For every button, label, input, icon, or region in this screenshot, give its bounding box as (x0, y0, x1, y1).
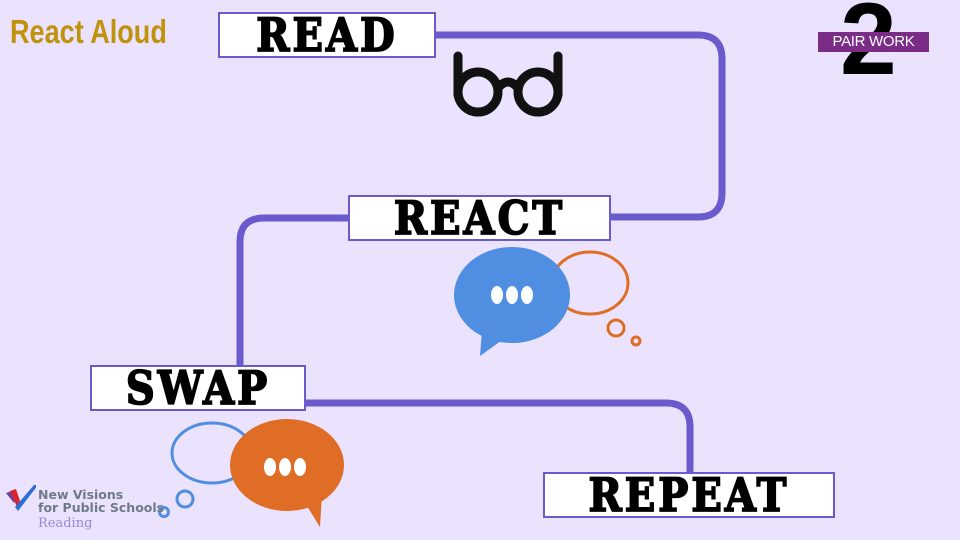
logo-line-3: Reading (38, 516, 93, 531)
logo-line-2: for Public Schools (38, 500, 165, 515)
new-visions-logo: New Visions for Public Schools Reading (4, 485, 174, 540)
step-swap-label: SWAP (125, 360, 271, 416)
path-react-to-swap (236, 214, 348, 365)
step-repeat: REPEAT (543, 467, 835, 523)
step-read: READ (218, 7, 436, 63)
checkmark-logo-icon (6, 485, 36, 511)
pair-work-badge: 2 PAIR WORK (818, 0, 948, 90)
step-swap: SWAP (90, 360, 306, 416)
logo-line-1: New Visions (38, 487, 124, 502)
step-react: REACT (348, 190, 611, 246)
speech-bubble-icon (454, 247, 570, 356)
speech-bubble-icon (230, 419, 344, 527)
glasses-icon (453, 51, 563, 117)
path-swap-to-repeat (306, 399, 694, 472)
step-read-label: READ (255, 7, 398, 63)
badge-label: PAIR WORK (818, 32, 929, 52)
path-read-to-react (436, 31, 726, 221)
step-repeat-label: REPEAT (588, 467, 790, 523)
step-react-label: REACT (393, 190, 566, 246)
slide-title: React Aloud (10, 13, 167, 50)
